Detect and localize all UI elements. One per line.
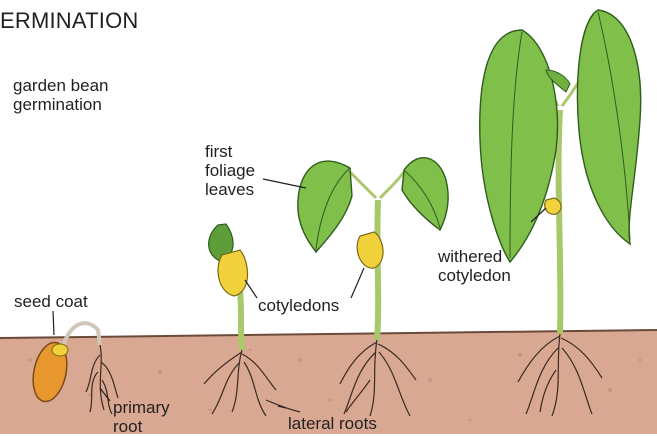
label-cotyledons: cotyledons (258, 296, 339, 315)
page-title: ERMINATION (0, 9, 138, 33)
label-line: leaves (205, 180, 255, 199)
subtitle-line: germination (13, 95, 108, 114)
cotyledon-shape (545, 198, 561, 214)
label-line: withered (438, 247, 511, 266)
cotyledon-shape (357, 232, 383, 268)
label-line: primary (113, 398, 170, 417)
label-line: first (205, 142, 255, 161)
label-withered-cotyledon: withered cotyledon (438, 247, 511, 285)
diagram-subtitle: garden bean germination (13, 76, 108, 114)
leaf-shape (480, 30, 558, 262)
label-line: cotyledon (438, 266, 511, 285)
label-line: foliage (205, 161, 255, 180)
label-seed-coat: seed coat (14, 292, 88, 311)
label-primary-root: primary root (113, 398, 170, 436)
label-first-foliage-leaves: first foliage leaves (205, 142, 255, 199)
label-line: root (113, 417, 170, 436)
cotyledon-shape (218, 250, 248, 296)
label-lateral-roots: lateral roots (288, 414, 377, 433)
leaf-shape (577, 10, 640, 244)
subtitle-line: garden bean (13, 76, 108, 95)
